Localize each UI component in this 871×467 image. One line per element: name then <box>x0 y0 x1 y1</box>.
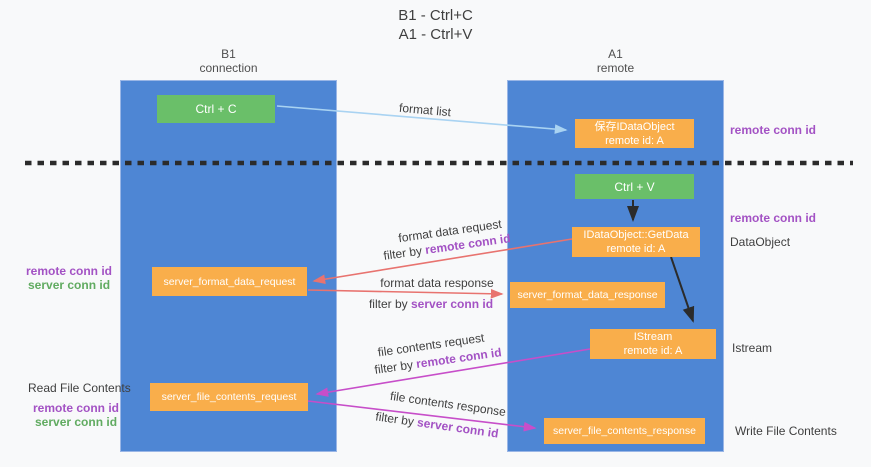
column-b1-subtitle: connection <box>199 61 258 75</box>
title-line-1: B1 - Ctrl+C <box>398 7 473 24</box>
node-server-format-data-request: server_format_data_request <box>152 267 307 296</box>
side-label-server-conn-id-left: server conn id <box>28 278 111 292</box>
node-idataobject-getdata: IDataObject::GetData remote id: A <box>572 227 700 257</box>
column-a1-title: A1 <box>608 47 623 61</box>
node-getdata-line1: IDataObject::GetData <box>583 229 689 241</box>
column-b1-title: B1 <box>221 47 236 61</box>
node-getdata-line2: remote id: A <box>606 243 666 255</box>
node-save-idataobject-line1: 保存IDataObject <box>594 120 675 133</box>
node-istream: IStream remote id: A <box>590 329 716 359</box>
wire-label-filter-server-1: filter by server conn id <box>368 297 494 311</box>
side-label-remote-conn-id-mid-right: remote conn id <box>730 211 817 225</box>
node-server-format-data-response: server_format_data_response <box>510 282 665 308</box>
arrow-format-data-response <box>307 288 504 299</box>
wire-label-format-data-response: format data response <box>380 276 494 290</box>
node-istream-line2: remote id: A <box>623 345 683 357</box>
column-header-a1: A1 remote <box>507 47 724 75</box>
side-label-remote-conn-id-bottom-left: remote conn id <box>33 401 120 415</box>
column-a1-subtitle: remote <box>596 61 635 75</box>
diagram-title: B1 - Ctrl+C A1 - Ctrl+V <box>0 6 871 44</box>
side-label-remote-conn-id-left: remote conn id <box>26 264 113 278</box>
node-istream-line1: IStream <box>633 331 673 343</box>
side-label-dataobject: DataObject <box>730 235 791 249</box>
column-header-b1: B1 connection <box>120 47 337 75</box>
node-ctrl-c: Ctrl + C <box>157 95 275 123</box>
node-ctrl-v: Ctrl + V <box>575 174 694 199</box>
node-server-file-contents-request: server_file_contents_request <box>150 383 308 411</box>
side-label-server-conn-id-bottom-left: server conn id <box>35 415 118 429</box>
side-label-write-file-contents: Write File Contents <box>735 424 837 438</box>
side-label-read-file-contents: Read File Contents <box>28 381 131 395</box>
node-save-idataobject: 保存IDataObject remote id: A <box>575 119 694 148</box>
node-save-idataobject-line2: remote id: A <box>605 134 664 147</box>
node-server-file-contents-response: server_file_contents_response <box>544 418 705 444</box>
side-label-remote-conn-id-top-right: remote conn id <box>730 123 817 137</box>
wire-label-format-list: format list <box>398 100 452 120</box>
title-line-2: A1 - Ctrl+V <box>398 26 473 43</box>
side-label-istream: Istream <box>732 341 773 355</box>
